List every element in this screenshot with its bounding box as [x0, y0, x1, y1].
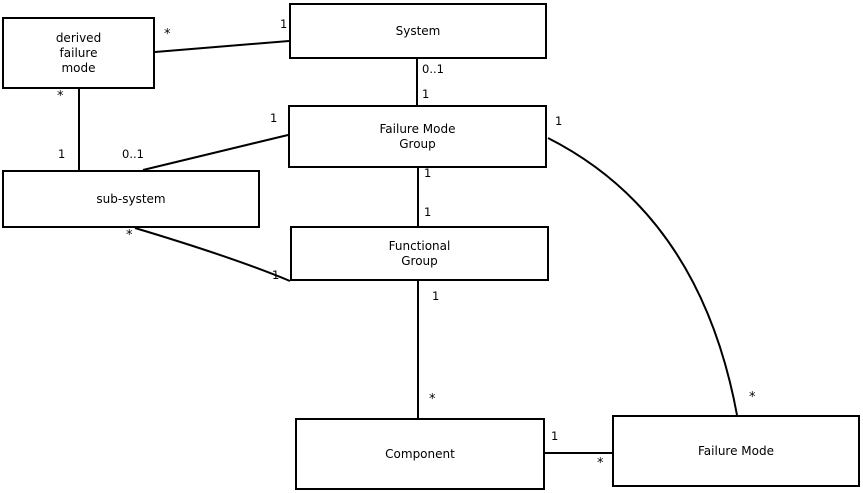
multiplicity-label-m-subsystem-to-fg: * [126, 228, 133, 243]
class-box-component[interactable]: Component [295, 418, 545, 490]
class-box-derived-failure-mode[interactable]: derived failure mode [2, 17, 155, 89]
multiplicity-label-m-fg-to-component: 1 [432, 289, 440, 303]
class-box-functional-group[interactable]: Functional Group [290, 226, 549, 281]
multiplicity-label-m-subsystem-to-dfm: 1 [58, 147, 66, 161]
class-name-system: System [395, 23, 441, 38]
class-box-failure-mode[interactable]: Failure Mode [612, 415, 860, 487]
multiplicity-label-m-fg-to-fmg: 1 [424, 205, 432, 219]
class-box-system[interactable]: System [289, 3, 547, 59]
multiplicity-label-m-dfm-to-system: * [164, 27, 171, 42]
multiplicity-label-m-subsystem-to-fmg: 0..1 [122, 147, 144, 161]
association-failure-mode-group--failure-mode [547, 137, 738, 416]
multiplicity-label-m-fg-to-subsystem: 1 [272, 268, 280, 282]
class-name-component: Component [385, 446, 455, 461]
class-box-sub-system[interactable]: sub-system [2, 170, 260, 228]
multiplicity-label-m-fm-to-fmg: * [749, 390, 756, 405]
multiplicity-label-m-component-to-fg: * [429, 392, 436, 407]
multiplicity-label-m-system-to-fmg: 0..1 [422, 62, 444, 76]
class-name-functional-group: Functional Group [388, 238, 451, 268]
class-name-derived-failure-mode: derived failure mode [55, 30, 102, 75]
class-name-failure-mode-group: Failure Mode Group [379, 121, 456, 151]
multiplicity-label-m-dfm-to-subsystem: * [57, 89, 64, 104]
multiplicity-label-m-component-to-fm: 1 [551, 429, 559, 443]
association-sub-system--failure-mode-group [142, 134, 289, 171]
multiplicity-label-m-fmg-to-fm: 1 [555, 114, 563, 128]
multiplicity-label-m-system-to-dfm: 1 [280, 17, 288, 31]
multiplicity-label-m-fmg-to-system: 1 [422, 87, 430, 101]
association-sub-system--functional-group [134, 227, 291, 282]
class-name-failure-mode: Failure Mode [698, 443, 774, 458]
class-name-sub-system: sub-system [96, 191, 166, 206]
multiplicity-label-m-fm-to-component: * [597, 456, 604, 471]
multiplicity-label-m-fmg-to-subsystem: 1 [270, 111, 278, 125]
multiplicity-label-m-fmg-to-fg: 1 [424, 166, 432, 180]
association-derived-failure-mode--system [154, 40, 290, 53]
class-box-failure-mode-group[interactable]: Failure Mode Group [288, 105, 547, 168]
